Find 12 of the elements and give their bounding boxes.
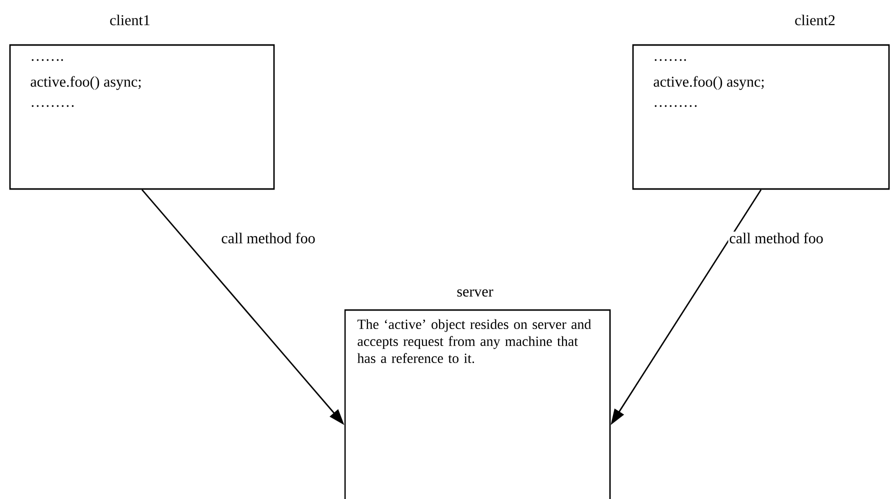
box-heading: client2 [795, 14, 835, 26]
code-line: ……. [654, 59, 686, 61]
code-line: active.foo() async; [654, 76, 764, 90]
box-heading: client1 [110, 14, 150, 26]
box-heading: server [457, 289, 494, 297]
edge-label: call method foo [728, 232, 824, 244]
code-line: ……… [654, 105, 697, 107]
code-line: ……. [32, 59, 63, 61]
code-line: active.foo() async; [30, 76, 141, 90]
edge-label: call method foo [220, 232, 316, 244]
description-text: The ‘active’ object resides on server and accepts request from any machine that has a reference to it. [357, 319, 592, 364]
code-line: ……… [32, 105, 74, 107]
